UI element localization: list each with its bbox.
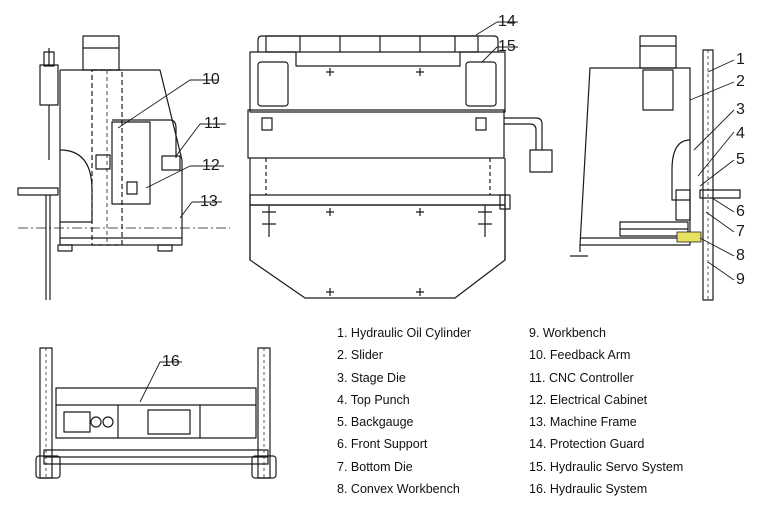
legend-item: 10. Feedback Arm: [529, 348, 631, 363]
callout-3: 3: [736, 101, 745, 118]
legend-item: 9. Workbench: [529, 326, 606, 340]
legend-item: 3. Stage Die: [337, 370, 406, 385]
callout-9: 9: [736, 271, 745, 288]
right-side-view: [570, 35, 741, 301]
legend-column-right: 9. Workbench 10. Feedback Arm 11. CNC Co…: [529, 322, 683, 500]
legend-item: 2. Slider: [337, 348, 383, 363]
callout-4: 4: [736, 125, 745, 142]
callout-12: 12: [202, 157, 220, 174]
callout-11: 11: [204, 115, 221, 132]
legend-item: 5. Backgauge: [337, 415, 414, 430]
callout-10: 10: [202, 71, 220, 88]
leader-lines: [117, 21, 735, 403]
callout-2: 2: [736, 73, 745, 90]
callout-7: 7: [736, 223, 745, 240]
legend-item: 12. Electrical Cabinet: [529, 392, 648, 407]
legend-item: 16. Hydraulic System: [529, 482, 648, 497]
legend-item: 7. Bottom Die: [337, 459, 413, 474]
legend-item: 13. Machine Frame: [529, 415, 637, 430]
legend-item: 4. Top Punch: [337, 392, 410, 407]
legend-item: 14. Protection Guard: [529, 437, 645, 452]
legend-column-left: 1. Hydraulic Oil Cylinder 2. Slider 3. S…: [337, 322, 471, 500]
left-side-view: [17, 35, 230, 300]
legend-item: 15. Hydraulic Servo System: [529, 459, 684, 474]
front-view: [247, 35, 553, 299]
callout-14: 14: [498, 13, 516, 30]
legend-item: 1. Hydraulic Oil Cylinder: [337, 326, 472, 340]
callout-15: 15: [498, 38, 516, 55]
legend-item: 8. Convex Workbench: [337, 482, 460, 497]
legend-item: 6. Front Support: [337, 437, 428, 452]
callout-6: 6: [736, 203, 745, 220]
legend-item: 11. CNC Controller: [529, 370, 634, 385]
callout-labels: 1 2 3 4 5 6 7 8 9 10 11 12 13 14 15 16: [162, 13, 745, 370]
callout-1: 1: [736, 51, 745, 68]
callout-5: 5: [736, 151, 745, 168]
callout-8: 8: [736, 247, 745, 264]
callout-16: 16: [162, 353, 180, 370]
callout-13: 13: [200, 193, 218, 210]
top-view: [35, 347, 277, 479]
